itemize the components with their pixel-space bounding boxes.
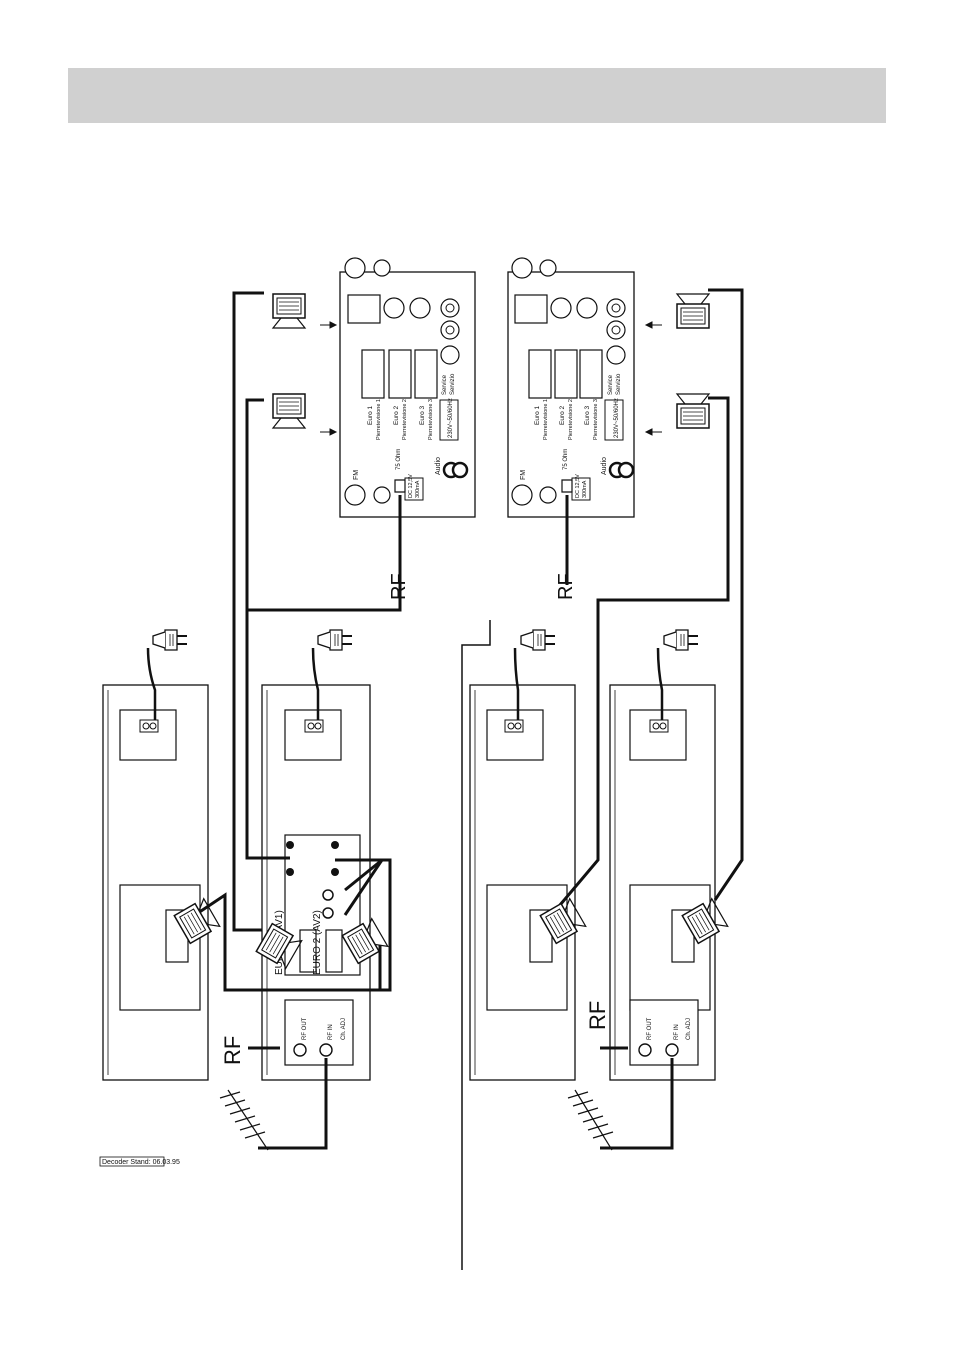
tv-right-euro2-sub: Pierretevisione 2 (568, 399, 574, 440)
tv-right-dc-current: 300mA (582, 480, 588, 498)
power-plug-vcr-right (663, 629, 699, 651)
vcr-right (609, 684, 716, 1081)
tv-euro3-sub: Pierretevisione 3 (428, 399, 434, 440)
tv-right-euro3-label: Euro 3 (584, 405, 591, 425)
arrows (320, 321, 662, 436)
caption: Decoder Stand: 06.03.95 (102, 1159, 180, 1166)
tv-right-audio-label: Audio (601, 457, 608, 475)
tv-right-mains-label: 230V~50/60Hz (614, 398, 620, 438)
tv-audio-label: Audio (435, 457, 442, 475)
tv-dc-current: 300mA (415, 480, 421, 498)
cables-right (513, 288, 744, 1150)
tv-euro1-sub: Pierretevisione 1 (376, 399, 382, 440)
tv-mains-label: 230V~50/60Hz (448, 398, 454, 438)
tv-euro2-sub: Pierretevisione 2 (402, 399, 408, 440)
scart-plug-right-upper (676, 293, 710, 329)
tv-antenna-label: 75 Ohm (396, 449, 402, 470)
antenna-right (567, 1089, 614, 1151)
tv-euro2-label: Euro 2 (393, 405, 400, 425)
rf-out-label-right: RF (585, 1001, 610, 1030)
scart-plug-right-lower (676, 393, 710, 429)
antenna-left (219, 1089, 269, 1151)
power-plug-decoder-right (520, 629, 556, 651)
tv-euro3-label: Euro 3 (419, 405, 426, 425)
tv-right-euro1-sub: Pierretevisione 1 (543, 399, 549, 440)
tv-fm-label: FM (353, 470, 360, 480)
ch-adj-right: Ch. ADJ (686, 1018, 692, 1040)
cables-left (146, 291, 402, 1150)
caption-box (99, 1156, 165, 1167)
rf-in-label-right: RF (555, 573, 577, 600)
rf-in-socket-right: RF IN (674, 1024, 680, 1040)
header-bar (68, 68, 886, 123)
tv-right-euro2-label: Euro 2 (559, 405, 566, 425)
power-plug-decoder-left (152, 629, 188, 651)
power-plug-vcr-left (317, 629, 353, 651)
decoder-right (469, 684, 576, 1081)
scart-plug-left-lower (272, 393, 306, 429)
tv-right-antenna-label: 75 Ohm (563, 449, 569, 470)
tv-dc-label: DC 12,5V (408, 474, 414, 498)
rf-out-socket-right: RF OUT (647, 1017, 653, 1040)
tv-right-euro1-label: Euro 1 (534, 405, 541, 425)
rf-out-socket-left: RF OUT (302, 1017, 308, 1040)
decoder-left (102, 684, 209, 1081)
scart-plug-left-upper (272, 293, 306, 329)
tv-service-label: Service (442, 374, 448, 395)
tv-right-service-label: Service (608, 374, 614, 395)
tv-euro1-label: Euro 1 (367, 405, 374, 425)
tv-service-sub: Servizio (450, 373, 456, 395)
separator-line (461, 620, 491, 1270)
tv-back-panel-right: FM 75 Ohm DC 12,5V 300mA Audio Euro 1 Pi… (507, 257, 635, 518)
rf-out-label-left: RF (220, 1036, 245, 1065)
rf-in-socket-left: RF IN (328, 1024, 334, 1040)
tv-right-dc-label: DC 12,5V (575, 474, 581, 498)
tv-right-service-sub: Servizio (616, 373, 622, 395)
tv-right-fm-label: FM (520, 470, 527, 480)
ch-adj-left: Ch. ADJ (341, 1018, 347, 1040)
tv-right-euro3-sub: Pierretevisione 3 (593, 399, 599, 440)
tv-back-panel-left: FM 75 Ohm DC 12,5V 300mA Audio Euro 1 Pi… (339, 257, 476, 518)
euro2-av2-label-left: EURO 2 (AV2) (312, 910, 323, 975)
